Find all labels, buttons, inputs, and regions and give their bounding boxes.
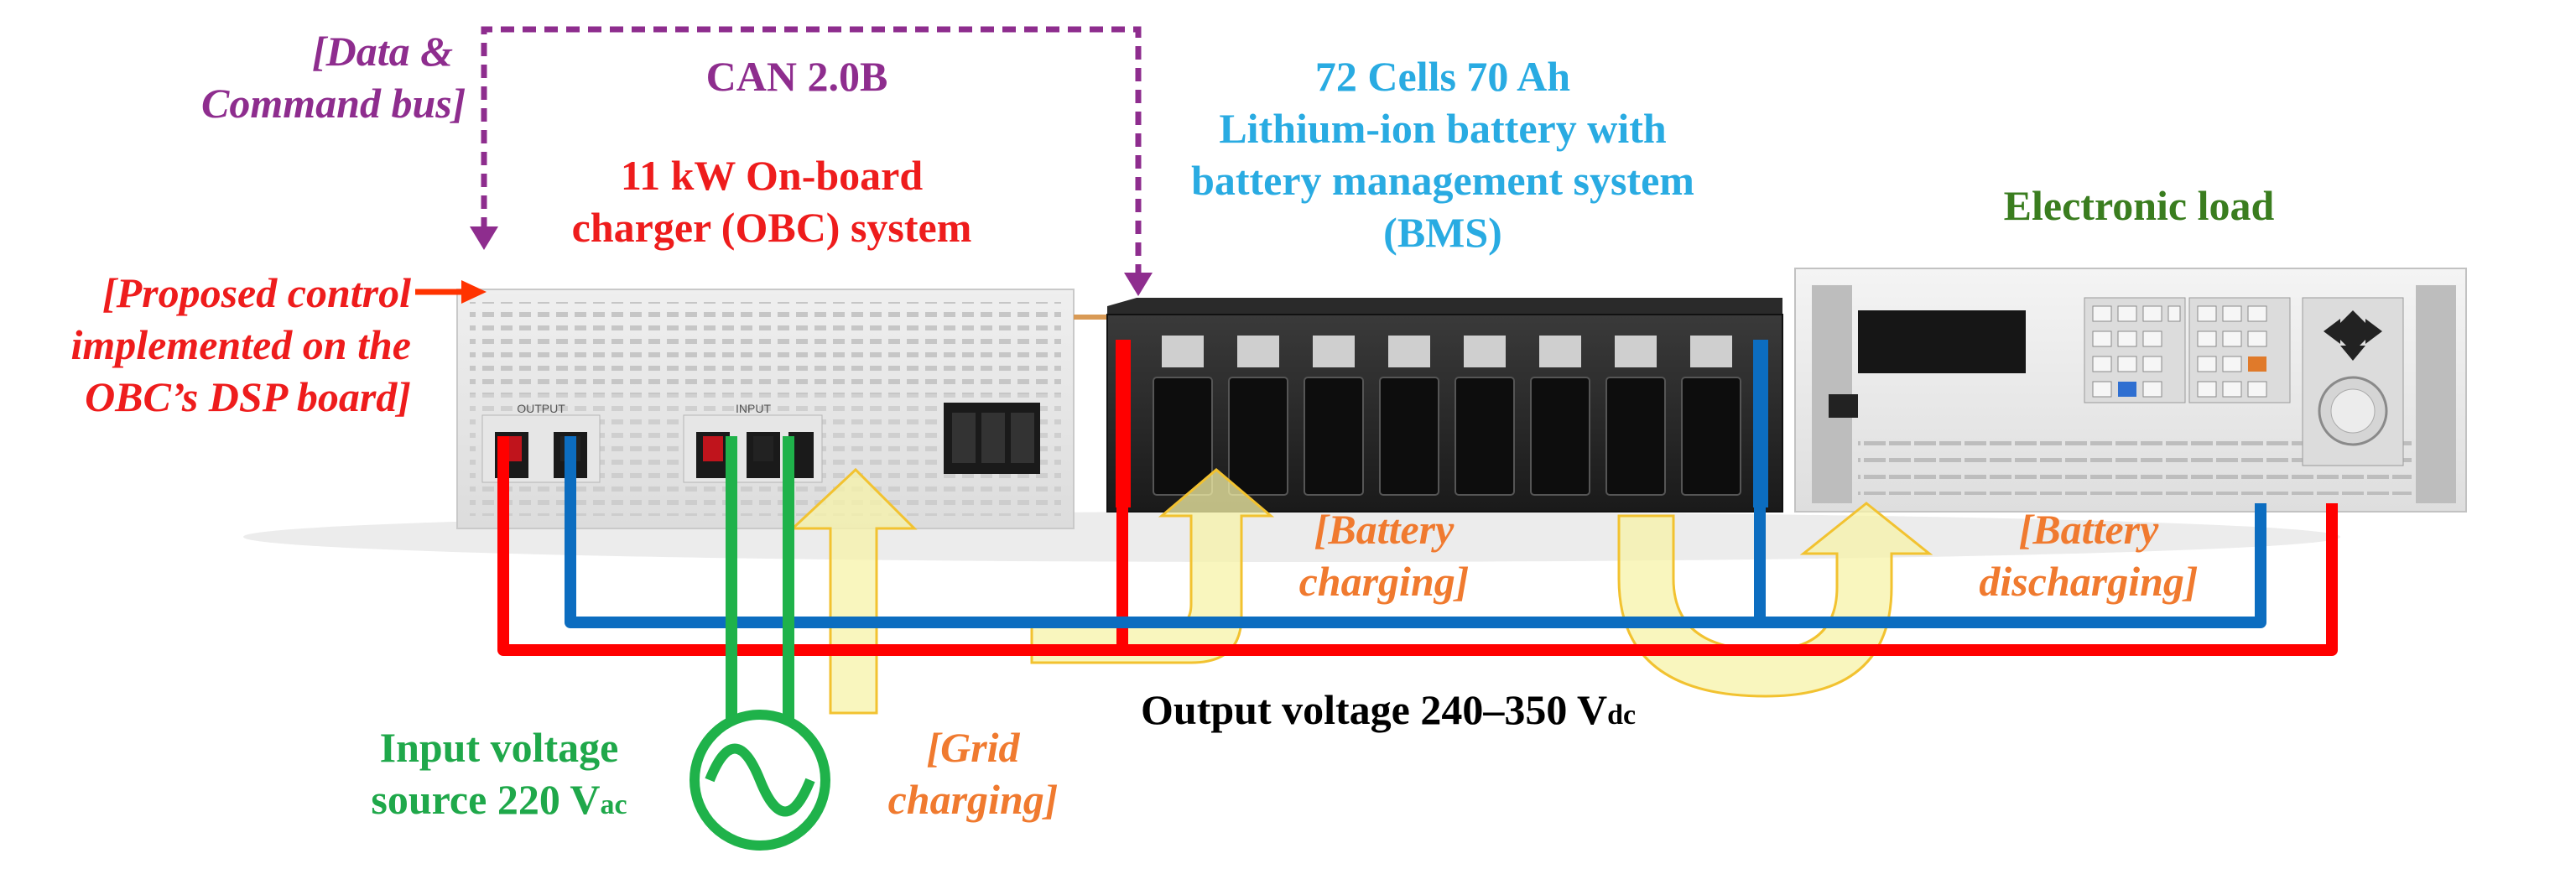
input-voltage-label: Input voltage source 220 Vac bbox=[336, 721, 663, 831]
battery-discharging-line2: discharging] bbox=[1979, 558, 2199, 605]
obc-output-panel-label: OUTPUT bbox=[517, 402, 565, 415]
battery-charging-label: [Battery charging] bbox=[1250, 503, 1518, 607]
obc-input-panel-label: INPUT bbox=[736, 402, 771, 415]
proposed-control-line2: implemented on the bbox=[70, 321, 411, 368]
battery-title-line4: (BMS) bbox=[1383, 209, 1502, 256]
battery-charging-line1: [Battery bbox=[1314, 506, 1455, 553]
battery-title-line1: 72 Cells 70 Ah bbox=[1314, 53, 1571, 100]
dc-negative-bus bbox=[565, 344, 2266, 628]
output-voltage-label: Output voltage 240–350 Vdc bbox=[1141, 684, 1636, 742]
dc-positive-bus bbox=[497, 344, 2338, 656]
proposed-control-line3: OBC’s DSP board] bbox=[85, 373, 411, 420]
ac-source-symbol bbox=[690, 710, 830, 851]
obc-title-line2: charger (OBC) system bbox=[571, 204, 972, 251]
obc-title-line1: 11 kW On-board bbox=[620, 152, 924, 199]
input-voltage-line2: source 220 Vac bbox=[336, 773, 663, 831]
data-bus-label-line2: Command bus] bbox=[201, 80, 466, 127]
battery-title: 72 Cells 70 Ah Lithium-ion battery with … bbox=[1107, 50, 1778, 258]
ac-input-wiring bbox=[726, 436, 794, 734]
output-voltage-text: Output voltage 240–350 V bbox=[1141, 686, 1608, 733]
battery-title-line2: Lithium-ion battery with bbox=[1219, 105, 1667, 152]
battery-charging-line2: charging] bbox=[1298, 558, 1470, 605]
input-voltage-subscript: ac bbox=[600, 789, 627, 820]
grid-charging-flow-arrow bbox=[789, 467, 918, 715]
output-voltage-subscript: dc bbox=[1607, 700, 1637, 731]
grid-charging-line2: charging] bbox=[887, 776, 1059, 823]
can-bus-lines bbox=[481, 26, 1142, 277]
battery-pack bbox=[1074, 298, 1783, 513]
proposed-control-label: [Proposed control implemented on the OBC… bbox=[8, 267, 411, 423]
can-bus-arrowhead-battery bbox=[1124, 273, 1153, 296]
input-voltage-text: source 220 V bbox=[371, 776, 601, 823]
battery-title-line3: battery management system bbox=[1191, 157, 1694, 204]
obc-title: 11 kW On-board charger (OBC) system bbox=[478, 149, 1065, 253]
data-bus-label-line1: [Data & bbox=[311, 28, 453, 75]
battery-discharging-label: [Battery discharging] bbox=[1954, 503, 2223, 607]
electronic-load-unit bbox=[1794, 268, 2467, 513]
control-pointer-arrow bbox=[415, 280, 487, 304]
can-bus-label: CAN 2.0B bbox=[705, 53, 888, 100]
proposed-control-line1: [Proposed control bbox=[101, 269, 411, 316]
battery-discharging-line1: [Battery bbox=[2018, 506, 2159, 553]
input-voltage-line1: Input voltage bbox=[379, 724, 619, 771]
electronic-load-title: Electronic load bbox=[2003, 182, 2275, 229]
grid-charging-label: [Grid charging] bbox=[856, 721, 1090, 825]
data-bus-label: [Data & Command bus] bbox=[201, 25, 466, 129]
grid-charging-line1: [Grid bbox=[926, 724, 1020, 771]
can-bus-arrowhead-obc bbox=[470, 226, 498, 250]
obc-unit: OUTPUT INPUT bbox=[456, 289, 1075, 529]
